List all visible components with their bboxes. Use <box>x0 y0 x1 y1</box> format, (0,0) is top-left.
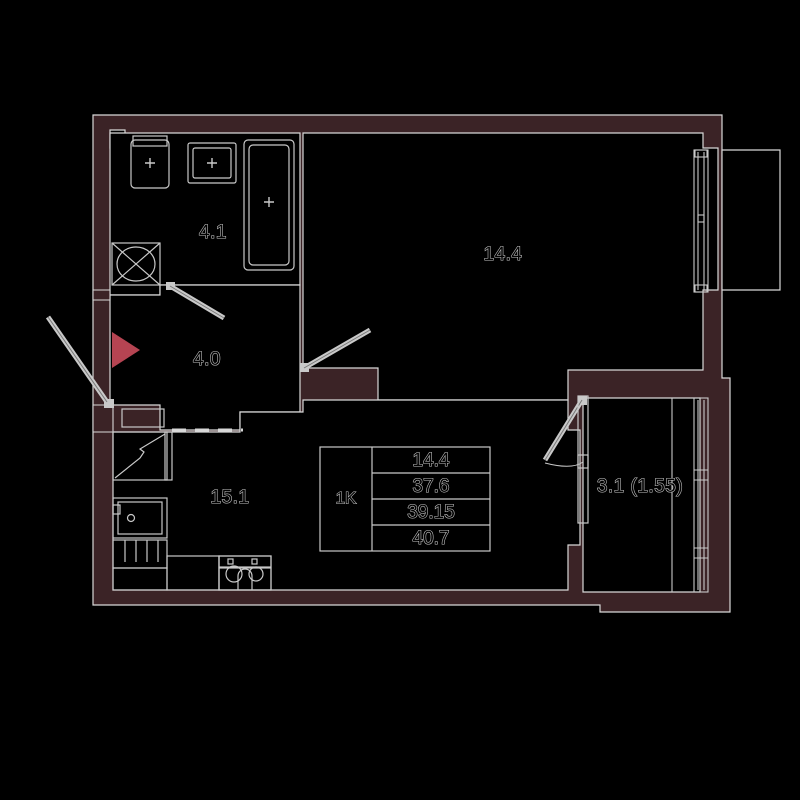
room-area-hallway: 4.0 <box>193 349 221 370</box>
windows <box>671 149 709 593</box>
spec-value-total-area: 40.7 <box>413 528 450 549</box>
room-area-kitchen-living: 15.1 <box>211 487 250 508</box>
spec-value-area-with-coef: 39.15 <box>407 502 455 523</box>
exterior-window-frame-bedroom <box>721 149 781 291</box>
spec-value-area-without-balcony: 37.6 <box>413 476 450 497</box>
spec-table <box>319 446 491 552</box>
wall-nib-entry-lower <box>92 404 114 433</box>
bedroom-window-icon <box>693 149 709 293</box>
room-area-bathroom: 4.1 <box>199 222 227 243</box>
balcony-door-icon[interactable] <box>542 395 589 524</box>
bathroom-door-icon[interactable] <box>166 282 226 321</box>
stove-icon <box>218 555 272 591</box>
kitchen-fixtures <box>112 408 272 591</box>
entrance-door-icon[interactable] <box>45 315 114 408</box>
wardrobe-icon <box>112 431 173 481</box>
room-void-bathroom <box>109 132 301 296</box>
room-void-bedroom <box>302 132 719 401</box>
room-voids <box>109 132 781 593</box>
kitchen-sink-icon <box>112 497 168 539</box>
wall-nib-entry-upper <box>92 289 111 301</box>
sink-icon <box>187 142 237 184</box>
spec-value-living-area: 14.4 <box>413 450 450 471</box>
entry-arrow-icon <box>112 332 140 368</box>
doors <box>45 282 589 524</box>
room-area-balcony: 3.1 (1.55) <box>597 476 683 497</box>
room-area-bedroom: 14.4 <box>484 244 523 265</box>
washing-machine-icon <box>111 242 161 286</box>
spec-type-label: 1K <box>336 488 357 507</box>
bedroom-door-icon[interactable] <box>300 327 372 372</box>
balcony-glazing-icon <box>693 397 709 593</box>
niche-icon <box>121 408 165 428</box>
bathtub-icon <box>243 139 295 271</box>
bathroom-fixtures <box>111 135 295 286</box>
toilet-icon <box>130 135 170 189</box>
